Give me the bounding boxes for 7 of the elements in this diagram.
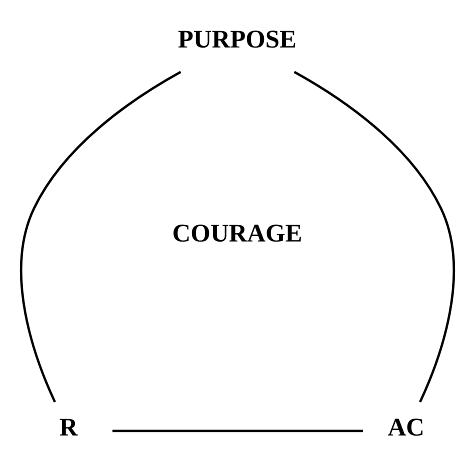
node-text: PURPOSE bbox=[177, 24, 296, 54]
node-text: AC bbox=[387, 412, 424, 442]
connector bbox=[112, 430, 362, 432]
node-text: R bbox=[58, 412, 78, 442]
connector bbox=[20, 70, 181, 403]
connector bbox=[293, 70, 454, 403]
label: COURAGE bbox=[172, 218, 302, 248]
